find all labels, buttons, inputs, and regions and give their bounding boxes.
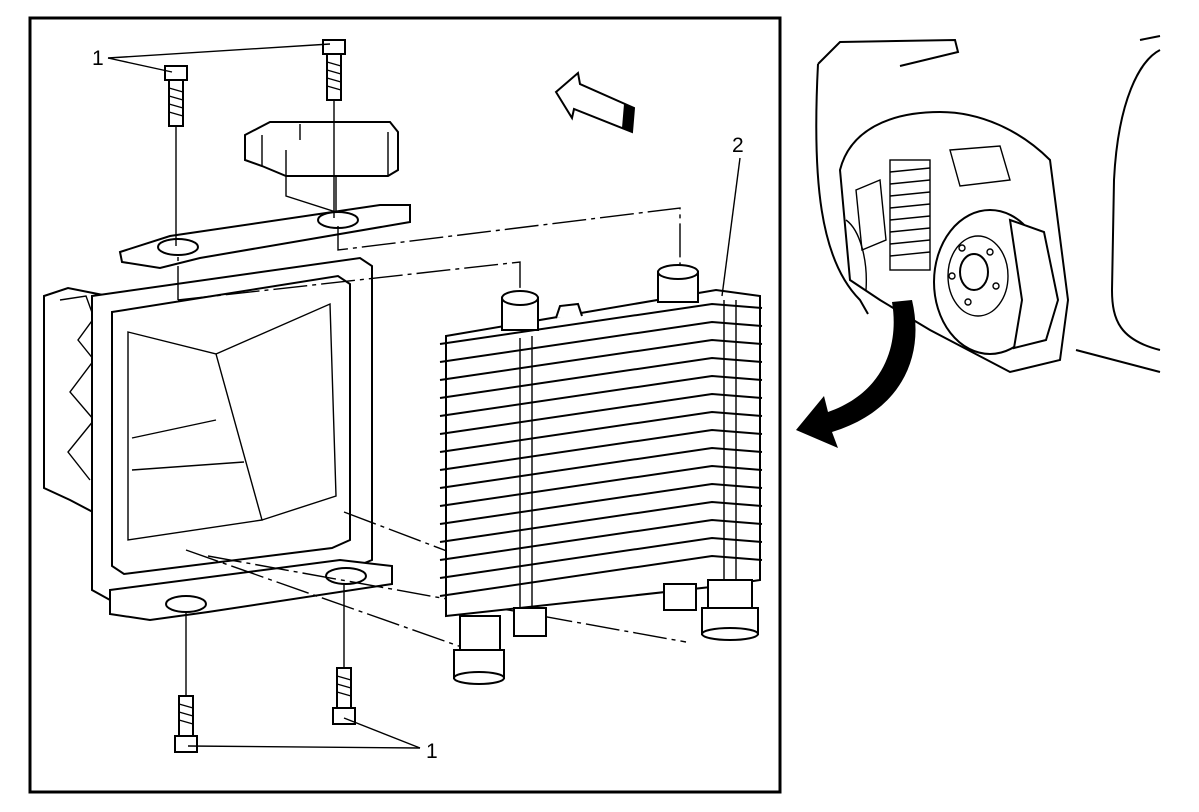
air-duct: [43, 256, 373, 602]
callout-1-top: 1: [92, 43, 331, 73]
top-bolt-left: [164, 65, 188, 246]
callout-2: 2: [721, 134, 744, 297]
callout-1-bottom: 1: [187, 717, 438, 763]
callout-label-1-bottom: 1: [426, 740, 438, 763]
vehicle-location-view: [796, 35, 1161, 448]
oil-cooler: [439, 264, 763, 685]
cooler-top-fittings: [501, 264, 699, 331]
direction-arrow-icon: [554, 71, 636, 134]
brake-rotor: [933, 209, 1060, 355]
callout-label-1-top: 1: [92, 47, 104, 70]
bottom-bolt-right: [332, 584, 356, 725]
wheel-well-components: [845, 145, 1011, 291]
upper-bracket: [118, 121, 411, 270]
location-arrow-icon: [796, 300, 916, 448]
bottom-bolt-left: [174, 612, 198, 753]
cooler-fins: [439, 302, 763, 597]
cooler-bottom-fittings: [453, 579, 759, 685]
lower-bracket: [109, 558, 393, 622]
callout-label-2: 2: [732, 134, 744, 157]
